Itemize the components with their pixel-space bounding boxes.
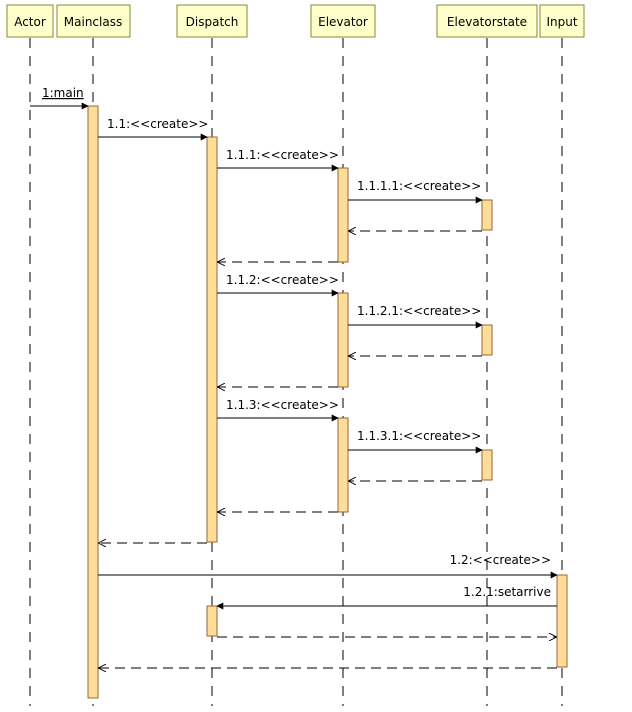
message-create-elevator-1-label: 1.1.1:<<create>>: [226, 148, 339, 162]
lifeline-elevator-label: Elevator: [318, 15, 368, 29]
activation-mainclass: [87, 105, 99, 699]
message-create-elevatorstate-3-label: 1.1.3.1:<<create>>: [357, 429, 481, 443]
lifeline-mainclass-label: Mainclass: [64, 15, 122, 29]
activation-elevatorstate-2: [481, 324, 493, 356]
message-main-label: 1:main: [42, 86, 84, 100]
lifeline-actor[interactable]: Actor: [6, 4, 54, 38]
message-create-elevatorstate-1-label: 1.1.1.1:<<create>>: [357, 179, 481, 193]
activation-elevator-3: [337, 417, 349, 513]
activation-elevatorstate-1: [481, 199, 493, 231]
activation-elevatorstate-3: [481, 449, 493, 481]
message-create-dispatch-label: 1.1:<<create>>: [107, 117, 208, 131]
lifeline-mainclass[interactable]: Mainclass: [56, 4, 131, 38]
activation-input: [556, 574, 568, 668]
message-create-elevator-3-label: 1.1.3:<<create>>: [226, 398, 339, 412]
activation-dispatch-2: [206, 605, 218, 637]
message-create-input-label: 1.2:<<create>>: [450, 553, 551, 567]
lifeline-dispatch[interactable]: Dispatch: [176, 4, 248, 38]
message-setarrive-label: 1.2.1:setarrive: [463, 585, 551, 599]
lifeline-elevatorstate[interactable]: Elevatorstate: [436, 4, 538, 38]
lifeline-input-label: Input: [546, 15, 577, 29]
lifeline-elevatorstate-label: Elevatorstate: [447, 15, 527, 29]
message-create-elevator-2-label: 1.1.2:<<create>>: [226, 273, 339, 287]
lifeline-input[interactable]: Input: [539, 4, 585, 38]
activation-dispatch: [206, 136, 218, 543]
lifeline-actor-label: Actor: [14, 15, 46, 29]
lifeline-dispatch-label: Dispatch: [186, 15, 239, 29]
message-create-elevatorstate-2-label: 1.1.2.1:<<create>>: [357, 304, 481, 318]
activation-elevator-1: [337, 167, 349, 263]
lifeline-elevator[interactable]: Elevator: [310, 4, 376, 38]
activation-elevator-2: [337, 292, 349, 388]
